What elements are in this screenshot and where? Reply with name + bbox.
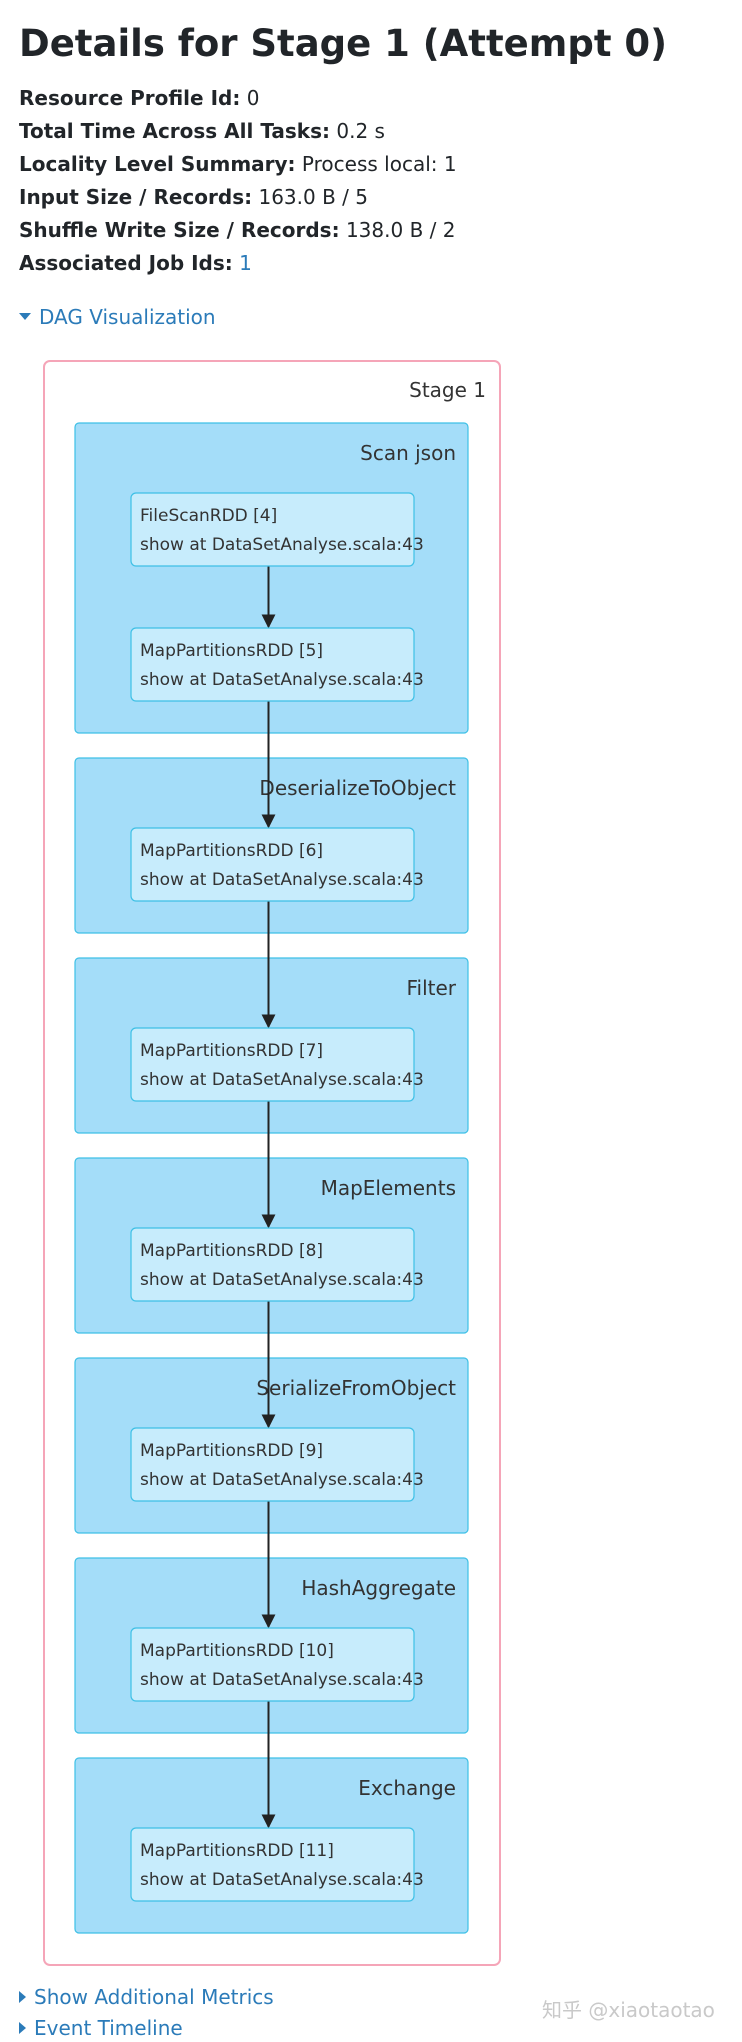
dag-visualization-toggle[interactable]: DAG Visualization [19,303,216,331]
summary-item-job-ids: Associated Job Ids: 1 [19,247,457,280]
cluster-label: Exchange [358,1776,456,1800]
rdd-name: MapPartitionsRDD [8] [140,1241,323,1261]
event-timeline-toggle[interactable]: Event Timeline [19,2014,183,2042]
rdd-callsite: show at DataSetAnalyse.scala:43 [140,535,424,555]
summary-item-resource-profile: Resource Profile Id: 0 [19,82,457,115]
cluster-label: DeserializeToObject [259,776,456,800]
cluster-label: Filter [406,976,456,1000]
rdd-node[interactable] [130,1227,415,1302]
rdd-node[interactable] [130,627,415,702]
rdd-node[interactable] [130,492,415,567]
rdd-node[interactable] [130,1627,415,1702]
show-additional-metrics-label: Show Additional Metrics [34,1985,274,2009]
rdd-callsite: show at DataSetAnalyse.scala:43 [140,1470,424,1490]
summary-label: Total Time Across All Tasks: [19,119,330,143]
summary-label: Associated Job Ids: [19,251,233,275]
caret-down-icon [19,313,31,320]
rdd-node[interactable] [130,1827,415,1902]
summary-value: 163.0 B / 5 [258,185,368,209]
summary-value: Process local: 1 [301,152,457,176]
summary-label: Input Size / Records: [19,185,253,209]
rdd-name: MapPartitionsRDD [7] [140,1041,323,1061]
summary-value: 0 [246,86,260,110]
rdd-node[interactable] [130,1027,415,1102]
stage-label: Stage 1 [409,378,486,402]
page-title: Details for Stage 1 (Attempt 0) [19,22,668,65]
rdd-name: FileScanRDD [4] [140,506,277,526]
caret-right-icon [19,2021,26,2034]
summary-item-input-size: Input Size / Records: 163.0 B / 5 [19,181,457,214]
rdd-name: MapPartitionsRDD [5] [140,641,323,661]
summary-item-total-time: Total Time Across All Tasks: 0.2 s [19,115,457,148]
event-timeline-label: Event Timeline [34,2016,183,2040]
summary-item-locality: Locality Level Summary: Process local: 1 [19,148,457,181]
summary-value: 0.2 s [336,119,385,143]
cluster-label: Scan json [360,441,456,465]
cluster-label: SerializeFromObject [256,1376,456,1400]
rdd-node[interactable] [130,1427,415,1502]
cluster-label: MapElements [321,1176,456,1200]
cluster-label: HashAggregate [301,1576,456,1600]
watermark: 知乎 @xiaotaotao [542,1998,715,2022]
rdd-callsite: show at DataSetAnalyse.scala:43 [140,870,424,890]
rdd-name: MapPartitionsRDD [9] [140,1441,323,1461]
summary-label: Locality Level Summary: [19,152,296,176]
rdd-callsite: show at DataSetAnalyse.scala:43 [140,1870,424,1890]
summary-label: Resource Profile Id: [19,86,241,110]
rdd-callsite: show at DataSetAnalyse.scala:43 [140,1270,424,1290]
caret-right-icon [19,1990,26,2003]
rdd-callsite: show at DataSetAnalyse.scala:43 [140,670,424,690]
rdd-callsite: show at DataSetAnalyse.scala:43 [140,1670,424,1690]
job-id-link[interactable]: 1 [239,251,252,275]
show-additional-metrics-toggle[interactable]: Show Additional Metrics [19,1983,274,2011]
dag-visualization-label: DAG Visualization [39,305,216,329]
summary-item-shuffle-write: Shuffle Write Size / Records: 138.0 B / … [19,214,457,247]
rdd-name: MapPartitionsRDD [11] [140,1841,334,1861]
summary-label: Shuffle Write Size / Records: [19,218,340,242]
rdd-node[interactable] [130,827,415,902]
rdd-name: MapPartitionsRDD [6] [140,841,323,861]
rdd-callsite: show at DataSetAnalyse.scala:43 [140,1070,424,1090]
summary-value: 138.0 B / 2 [345,218,456,242]
rdd-name: MapPartitionsRDD [10] [140,1641,334,1661]
stage-summary-list: Resource Profile Id: 0 Total Time Across… [19,82,457,280]
